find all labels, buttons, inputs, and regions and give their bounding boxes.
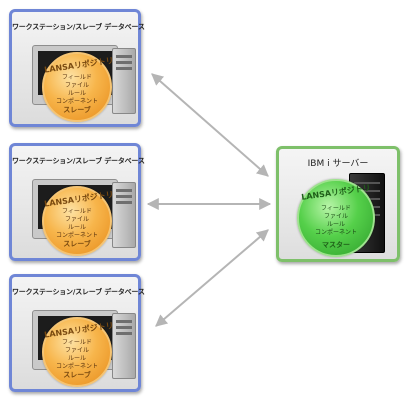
server-box: IBM i サーバー LANSAリポジトリ フィールド ファイル ルール コンポ…	[276, 146, 400, 262]
pc-tower-icon	[112, 182, 136, 248]
repository-orb: LANSAリポジトリ フィールド ファイル ルール コンポーネント スレーブ	[42, 52, 114, 122]
repository-item: フィールド	[62, 208, 92, 215]
repository-item: コンポーネント	[314, 229, 357, 236]
repository-item-list: フィールド ファイル ルール コンポーネント	[44, 208, 110, 240]
arrow-bottom	[155, 229, 269, 327]
role-label: マスター	[322, 241, 350, 249]
repository-item: ファイル	[64, 216, 89, 223]
repository-item: コンポーネント	[55, 232, 98, 239]
repository-item: ファイル	[64, 347, 89, 354]
repository-item: フィールド	[62, 74, 92, 81]
arrow-top	[151, 73, 269, 177]
repository-item-list: フィールド ファイル ルール コンポーネント	[44, 339, 110, 371]
pc-tower-icon	[112, 313, 136, 379]
repository-item: ルール	[67, 90, 86, 97]
repository-item: フィールド	[62, 339, 92, 346]
role-label: スレーブ	[63, 371, 91, 379]
workstation-title: ワークステーション/スレーブ データベース	[12, 288, 145, 296]
repository-item: ルール	[67, 224, 86, 231]
workstation-box-1: ワークステーション/スレーブ データベース LANSAリポジトリ フィールド フ…	[9, 9, 145, 127]
repository-item: ファイル	[323, 213, 348, 220]
repository-orb: LANSAリポジトリ フィールド ファイル ルール コンポーネント スレーブ	[42, 186, 114, 256]
repository-label: LANSAリポジトリ	[300, 183, 372, 202]
repository-orb: LANSAリポジトリ フィールド ファイル ルール コンポーネント スレーブ	[42, 317, 114, 387]
role-label: スレーブ	[63, 106, 91, 114]
role-label: スレーブ	[63, 240, 91, 248]
server-title: IBM i サーバー	[307, 159, 369, 169]
repository-item: フィールド	[321, 205, 351, 212]
workstation-box-2: ワークステーション/スレーブ データベース LANSAリポジトリ フィールド フ…	[9, 143, 145, 261]
repository-item-list: フィールド ファイル ルール コンポーネント	[299, 205, 373, 237]
repository-item-list: フィールド ファイル ルール コンポーネント	[44, 74, 110, 106]
repository-item: コンポーネント	[55, 363, 98, 370]
workstation-title: ワークステーション/スレーブ データベース	[12, 23, 145, 31]
workstation-box-3: ワークステーション/スレーブ データベース LANSAリポジトリ フィールド フ…	[9, 274, 145, 392]
repository-item: ファイル	[64, 82, 89, 89]
repository-item: コンポーネント	[55, 98, 98, 105]
repository-item: ルール	[67, 355, 86, 362]
pc-tower-icon	[112, 48, 136, 114]
master-repository-orb: LANSAリポジトリ フィールド ファイル ルール コンポーネント マスター	[297, 179, 375, 257]
workstation-title: ワークステーション/スレーブ データベース	[12, 157, 145, 165]
repository-item: ルール	[326, 221, 345, 228]
